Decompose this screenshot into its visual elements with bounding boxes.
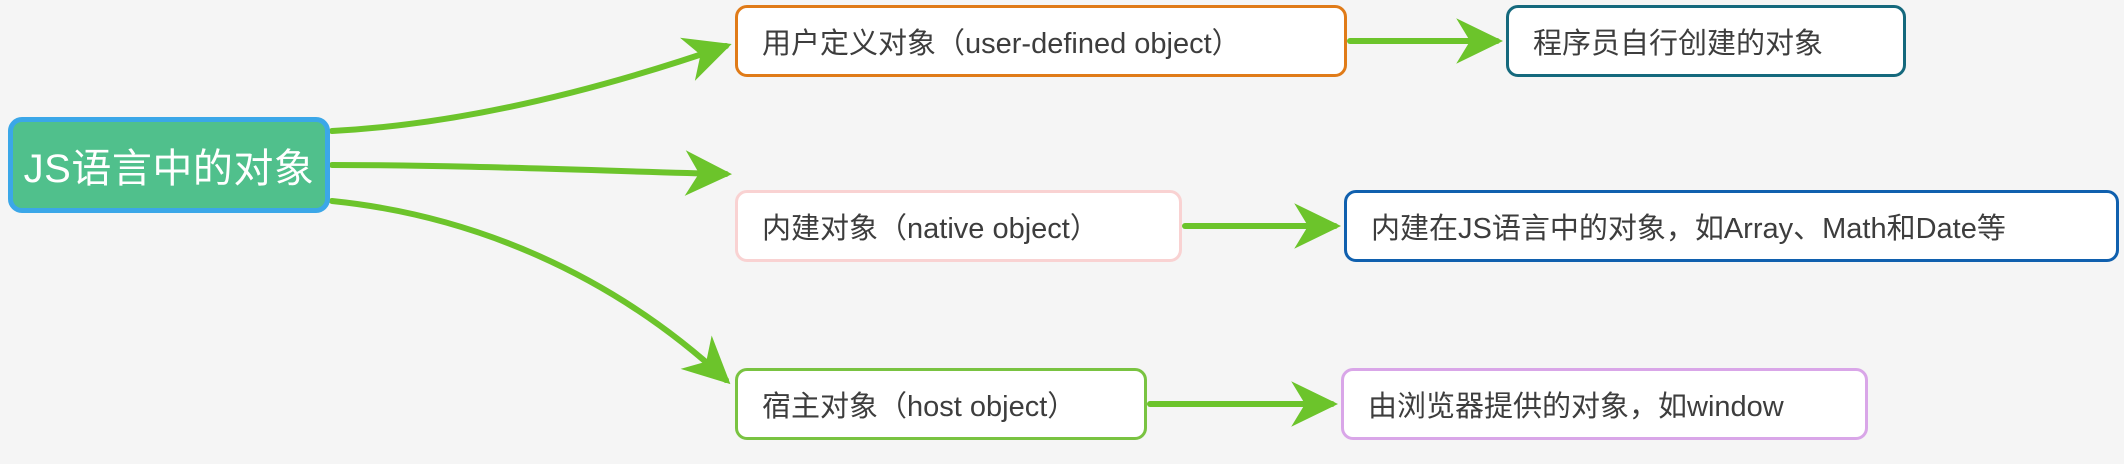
- node-host-object[interactable]: 宿主对象（host object）: [735, 368, 1147, 440]
- node-native-object-detail[interactable]: 内建在JS语言中的对象，如Array、Math和Date等: [1344, 190, 2119, 262]
- node-root[interactable]: JS语言中的对象: [8, 117, 330, 213]
- edge-root-to-user-defined: [329, 37, 732, 134]
- node-native-object-detail-label: 内建在JS语言中的对象，如Array、Math和Date等: [1371, 213, 2006, 245]
- edge-root-to-host: [329, 198, 731, 385]
- node-user-defined-object-detail[interactable]: 程序员自行创建的对象: [1506, 5, 1906, 77]
- node-host-object-label: 宿主对象（host object）: [762, 391, 1077, 423]
- node-root-label: JS语言中的对象: [23, 147, 315, 191]
- node-user-defined-object-detail-label: 程序员自行创建的对象: [1533, 28, 1824, 60]
- edge-root-to-native: [329, 150, 732, 196]
- node-native-object[interactable]: 内建对象（native object）: [735, 190, 1182, 262]
- node-host-object-detail-label: 由浏览器提供的对象，如window: [1368, 391, 1784, 423]
- node-native-object-label: 内建对象（native object）: [762, 213, 1099, 245]
- node-user-defined-object-label: 用户定义对象（user-defined object）: [762, 28, 1241, 60]
- node-host-object-detail[interactable]: 由浏览器提供的对象，如window: [1341, 368, 1868, 440]
- node-user-defined-object[interactable]: 用户定义对象（user-defined object）: [735, 5, 1347, 77]
